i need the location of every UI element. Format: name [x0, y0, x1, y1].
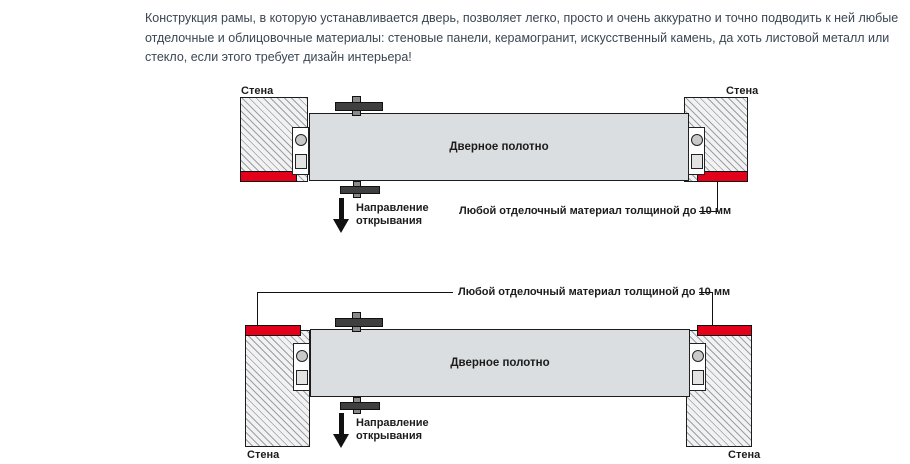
door-leaf-label: Дверное полотно — [449, 141, 549, 153]
wall-label: Стена — [247, 449, 280, 461]
wall-label: Стена — [726, 85, 759, 97]
leader-line — [257, 292, 258, 326]
frame-profile-left — [292, 127, 309, 175]
frame-profile-right — [689, 343, 706, 391]
door-leaf-label: Дверное полотно — [450, 357, 550, 369]
finishing-material-label: Любой отделочный материал толщиной до 10… — [459, 205, 732, 217]
opening-direction-label: Направление открывания — [356, 417, 429, 442]
leader-line — [257, 292, 453, 293]
wall-hatch-left — [245, 330, 310, 447]
leader-line — [712, 292, 713, 326]
leader-line — [717, 182, 718, 212]
finishing-strip-right — [697, 325, 752, 336]
wall-label: Стена — [241, 85, 274, 97]
opening-direction-label: Направление открывания — [356, 202, 429, 227]
finishing-strip-right — [697, 171, 748, 182]
leader-line — [699, 211, 718, 212]
hinge-plate-icon — [340, 186, 380, 194]
opening-direction-arrow-icon — [333, 413, 350, 449]
door-leaf: Дверное полотно — [309, 113, 689, 181]
arrow-shaft — [339, 198, 344, 219]
finishing-strip-left — [245, 325, 301, 336]
arrow-shaft — [339, 413, 344, 434]
frame-profile-right — [688, 127, 705, 175]
hinge-plate-icon — [335, 102, 383, 111]
frame-profile-left — [293, 343, 310, 391]
wall-label: Стена — [728, 449, 761, 461]
leader-line — [699, 292, 713, 293]
intro-text: Конструкция рамы, в которую устанавливае… — [145, 11, 899, 64]
opening-direction-arrow-icon — [333, 198, 350, 234]
arrow-head — [333, 434, 349, 448]
finishing-strip-left — [240, 171, 297, 182]
finishing-material-label: Любой отделочный материал толщиной до 10… — [458, 286, 731, 298]
hinge-plate-icon — [335, 318, 383, 327]
door-leaf: Дверное полотно — [310, 329, 690, 397]
arrow-head — [333, 219, 349, 233]
hinge-plate-icon — [340, 402, 380, 410]
